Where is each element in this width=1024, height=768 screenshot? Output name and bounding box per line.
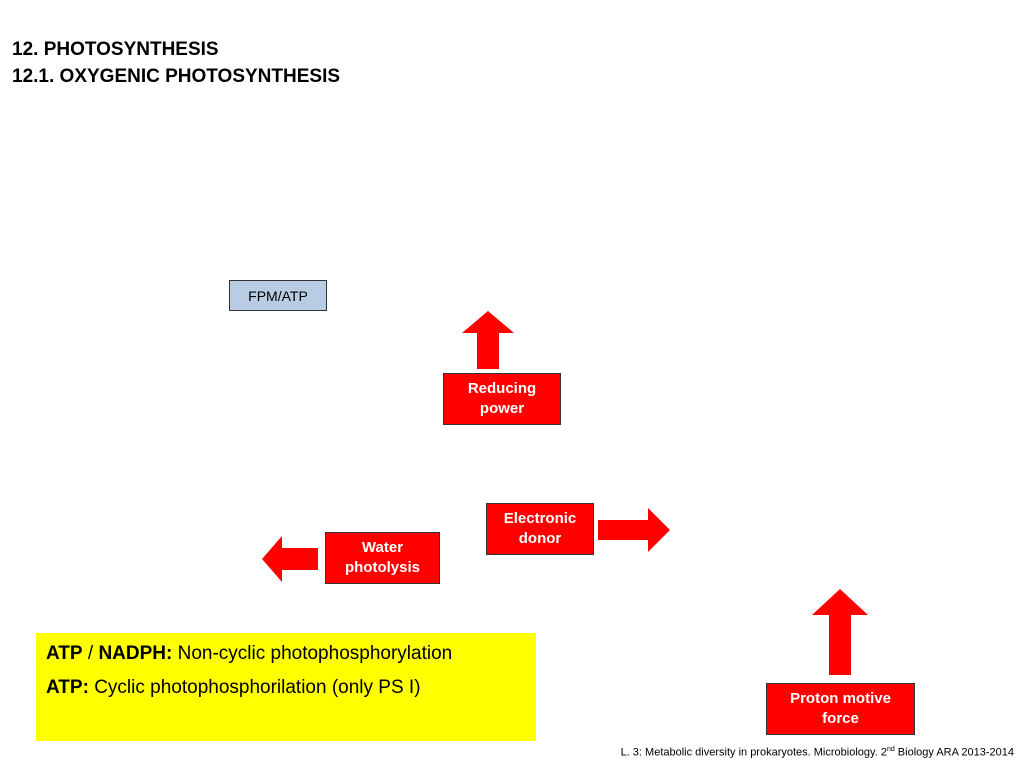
note-cyclic-text: Cyclic photophosphorilation (only PS I) bbox=[88, 677, 421, 698]
arrow-left-icon bbox=[262, 536, 318, 582]
water-photolysis-line-2: photolysis bbox=[344, 559, 420, 576]
fpm-atp-box: FPM/ATP bbox=[229, 280, 327, 311]
reducing-power-line-2: power bbox=[479, 400, 525, 417]
arrow-up-proton-icon bbox=[812, 589, 868, 675]
water-photolysis-box: Water photolysis bbox=[325, 532, 440, 584]
title-line-1: 12. PHOTOSYNTHESIS bbox=[12, 39, 219, 60]
electronic-donor-box: Electronic donor bbox=[486, 503, 594, 555]
note-line-2: ATP: Cyclic photophosphorilation (only P… bbox=[46, 675, 526, 701]
footer-text-after: Biology ARA 2013-2014 bbox=[894, 747, 1014, 759]
note-noncyclic-text: Non-cyclic photophosphorylation bbox=[172, 643, 453, 664]
note-separator: / bbox=[82, 643, 99, 664]
slide-footer: L. 3: Metabolic diversity in prokaryotes… bbox=[621, 746, 1014, 759]
summary-note: ATP / NADPH: Non-cyclic photophosphoryla… bbox=[36, 633, 536, 741]
title-line-2: 12.1. OXYGENIC PHOTOSYNTHESIS bbox=[12, 66, 341, 87]
footer-superscript: nd bbox=[886, 746, 895, 754]
arrow-right-icon bbox=[598, 508, 670, 552]
proton-motive-force-line-1: Proton motive bbox=[790, 690, 891, 707]
water-photolysis-line-1: Water bbox=[361, 539, 404, 556]
reducing-power-line-1: Reducing bbox=[467, 380, 537, 397]
proton-motive-force-line-2: force bbox=[822, 710, 859, 727]
note-line-1: ATP / NADPH: Non-cyclic photophosphoryla… bbox=[46, 641, 526, 667]
note-atp-label: ATP bbox=[46, 643, 83, 664]
arrow-up-reducing-icon bbox=[462, 311, 514, 369]
electronic-donor-line-1: Electronic bbox=[503, 510, 577, 527]
electronic-donor-line-2: donor bbox=[518, 530, 562, 547]
reducing-power-box: Reducing power bbox=[443, 373, 561, 425]
note-atp-cyclic-label: ATP: bbox=[46, 677, 89, 698]
note-nadph-label: NADPH: bbox=[98, 643, 173, 664]
footer-text-before: L. 3: Metabolic diversity in prokaryotes… bbox=[620, 747, 887, 759]
slide-title: 12. PHOTOSYNTHESIS 12.1. OXYGENIC PHOTOS… bbox=[12, 36, 340, 90]
proton-motive-force-box: Proton motive force bbox=[766, 683, 915, 735]
fpm-atp-label: FPM/ATP bbox=[248, 287, 308, 304]
